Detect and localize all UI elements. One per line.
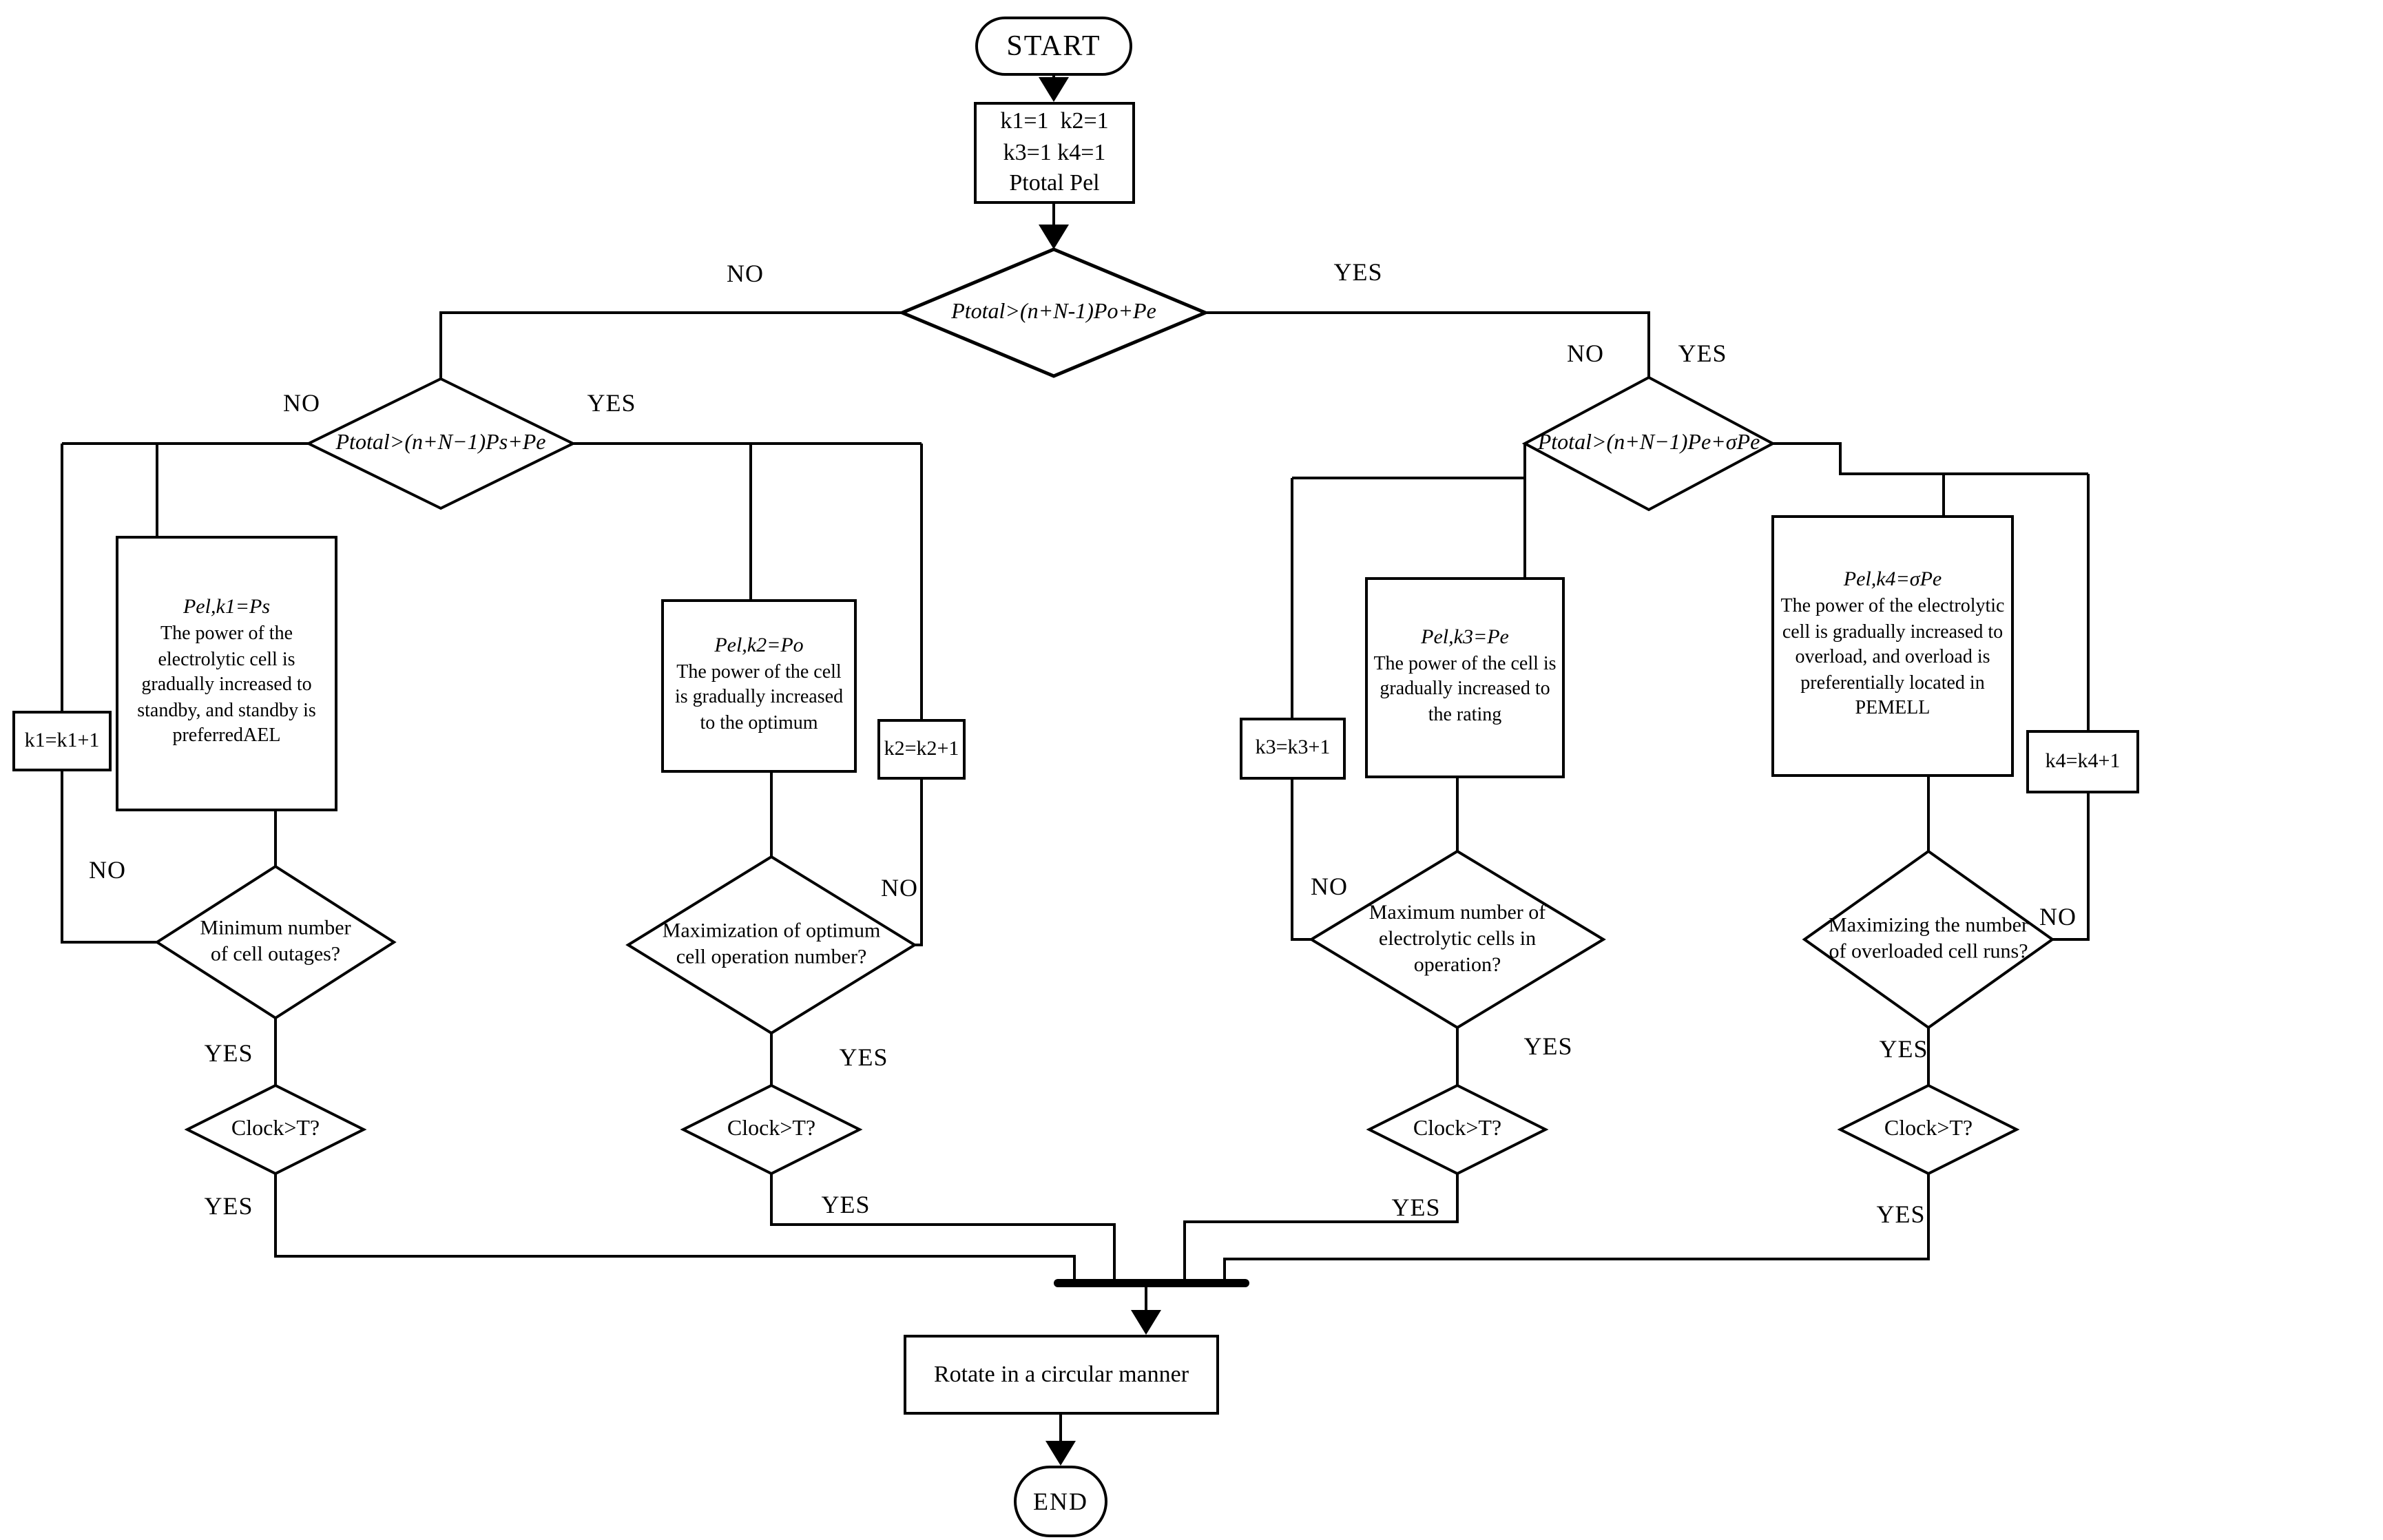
diamond-d2r-shape bbox=[1521, 375, 1776, 512]
diamond-d2l-shape bbox=[305, 377, 576, 510]
process-box-optimum-text: The power of the cell is gradually incre… bbox=[674, 662, 844, 734]
diamond-clock1-shape bbox=[184, 1083, 367, 1176]
diamond-d1-shape bbox=[897, 247, 1210, 378]
start-terminal: START bbox=[975, 17, 1132, 76]
process-box-overload-formula: Pel,k4=σPe bbox=[1843, 569, 1942, 592]
diamond-dm3-shape bbox=[1309, 849, 1606, 1030]
label-dm1-no: NO bbox=[89, 856, 126, 884]
connector-lines bbox=[61, 76, 2090, 1441]
arrow-start-to-init bbox=[1039, 77, 1069, 102]
diamond-d2r-text: Ptotal>(n+N−1)Pe+σPe bbox=[1537, 431, 1760, 455]
rotate-box: Rotate in a circular manner bbox=[904, 1335, 1219, 1415]
diamond-dm3-text: Maximum number of electrolytic cells in … bbox=[1369, 902, 1546, 976]
label-d2r-no: NO bbox=[1567, 340, 1604, 367]
diamond-dm2-text: Maximization of optimum cell operation n… bbox=[662, 920, 881, 969]
increment-box-k3: k3=k3+1 bbox=[1240, 718, 1346, 780]
label-dm3-yes: YES bbox=[1523, 1032, 1573, 1060]
process-box-optimum-formula: Pel,k2=Po bbox=[714, 634, 804, 657]
arrow-init-to-d1 bbox=[1039, 225, 1069, 249]
label-dm2-yes: YES bbox=[839, 1043, 888, 1071]
start-label: START bbox=[1006, 29, 1101, 62]
label-d2l-no: NO bbox=[283, 389, 320, 417]
decision-diamonds bbox=[154, 247, 2055, 1176]
label-dm4-no: NO bbox=[2039, 903, 2077, 930]
diamond-clock1-text: Clock>T? bbox=[231, 1117, 320, 1141]
init-box: k1=1 k2=1 k3=1 k4=1 Ptotal Pel bbox=[974, 102, 1135, 204]
diamond-dm4-text: Maximizing the number of overloaded cell… bbox=[1829, 915, 2028, 964]
increment-box-k4: k4=k4+1 bbox=[2026, 730, 2139, 793]
end-label: END bbox=[1033, 1487, 1088, 1515]
arrow-bar-to-rotate bbox=[1131, 1310, 1161, 1335]
label-dm2-no: NO bbox=[881, 874, 918, 902]
end-terminal: END bbox=[1014, 1466, 1107, 1537]
label-clock1-yes: YES bbox=[204, 1192, 253, 1220]
process-box-standby-text: The power of the electrolytic cell is gr… bbox=[137, 624, 316, 747]
diamond-clock2-text: Clock>T? bbox=[727, 1117, 816, 1141]
init-line-1: k1=1 k2=1 bbox=[1000, 107, 1109, 134]
process-box-standby-formula: Pel,k1=Ps bbox=[183, 596, 271, 619]
label-d2l-yes: YES bbox=[587, 389, 636, 417]
process-box-overload-text: The power of the electrolytic cell is gr… bbox=[1780, 596, 2005, 720]
diamond-dm2-shape bbox=[625, 855, 917, 1035]
label-d1-yes: YES bbox=[1333, 258, 1383, 286]
process-box-overload: Pel,k4=σPe The power of the electrolytic… bbox=[1771, 515, 2014, 777]
process-box-optimum: Pel,k2=Po The power of the cell is gradu… bbox=[661, 599, 857, 773]
increment-box-k2-label: k2=k2+1 bbox=[884, 738, 959, 760]
label-dm3-no: NO bbox=[1311, 873, 1348, 900]
label-clock3-yes: YES bbox=[1391, 1194, 1441, 1221]
diamond-d1-text: Ptotal>(n+N-1)Po+Pe bbox=[951, 300, 1156, 324]
label-clock4-yes: YES bbox=[1876, 1200, 1926, 1228]
process-box-standby: Pel,k1=Ps The power of the electrolytic … bbox=[116, 536, 337, 811]
diamond-dm4-shape bbox=[1802, 849, 2055, 1030]
init-line-3: Ptotal Pel bbox=[1009, 169, 1100, 196]
rotate-box-label: Rotate in a circular manner bbox=[933, 1361, 1189, 1387]
diamond-clock4-shape bbox=[1837, 1083, 2020, 1176]
increment-box-k1-label: k1=k1+1 bbox=[24, 729, 100, 751]
diamond-d2l-text: Ptotal>(n+N−1)Ps+Pe bbox=[335, 431, 546, 455]
diamond-dm1-text: Minimum number of cell outages? bbox=[200, 917, 351, 966]
label-d2r-yes: YES bbox=[1678, 340, 1727, 367]
label-dm1-yes: YES bbox=[204, 1039, 253, 1067]
init-line-2: k3=1 k4=1 bbox=[1003, 138, 1106, 165]
process-box-rating-text: The power of the cell is gradually incre… bbox=[1373, 654, 1557, 726]
increment-box-k2: k2=k2+1 bbox=[877, 719, 966, 780]
arrow-rotate-to-end bbox=[1045, 1441, 1076, 1466]
diamond-clock2-shape bbox=[680, 1083, 863, 1176]
increment-box-k1: k1=k1+1 bbox=[12, 711, 112, 771]
label-clock2-yes: YES bbox=[821, 1191, 871, 1218]
diamond-clock3-shape bbox=[1366, 1083, 1549, 1176]
process-box-rating-formula: Pel,k3=Pe bbox=[1421, 626, 1509, 649]
increment-box-k4-label: k4=k4+1 bbox=[2045, 750, 2121, 772]
diamond-dm1-shape bbox=[154, 864, 397, 1020]
label-dm4-yes: YES bbox=[1879, 1035, 1928, 1063]
process-box-rating: Pel,k3=Pe The power of the cell is gradu… bbox=[1365, 577, 1565, 778]
increment-box-k3-label: k3=k3+1 bbox=[1255, 737, 1331, 759]
arrowheads bbox=[1039, 77, 1161, 1466]
diamond-clock3-text: Clock>T? bbox=[1413, 1117, 1502, 1141]
diamond-clock4-text: Clock>T? bbox=[1884, 1117, 1973, 1141]
label-d1-no: NO bbox=[727, 260, 764, 287]
